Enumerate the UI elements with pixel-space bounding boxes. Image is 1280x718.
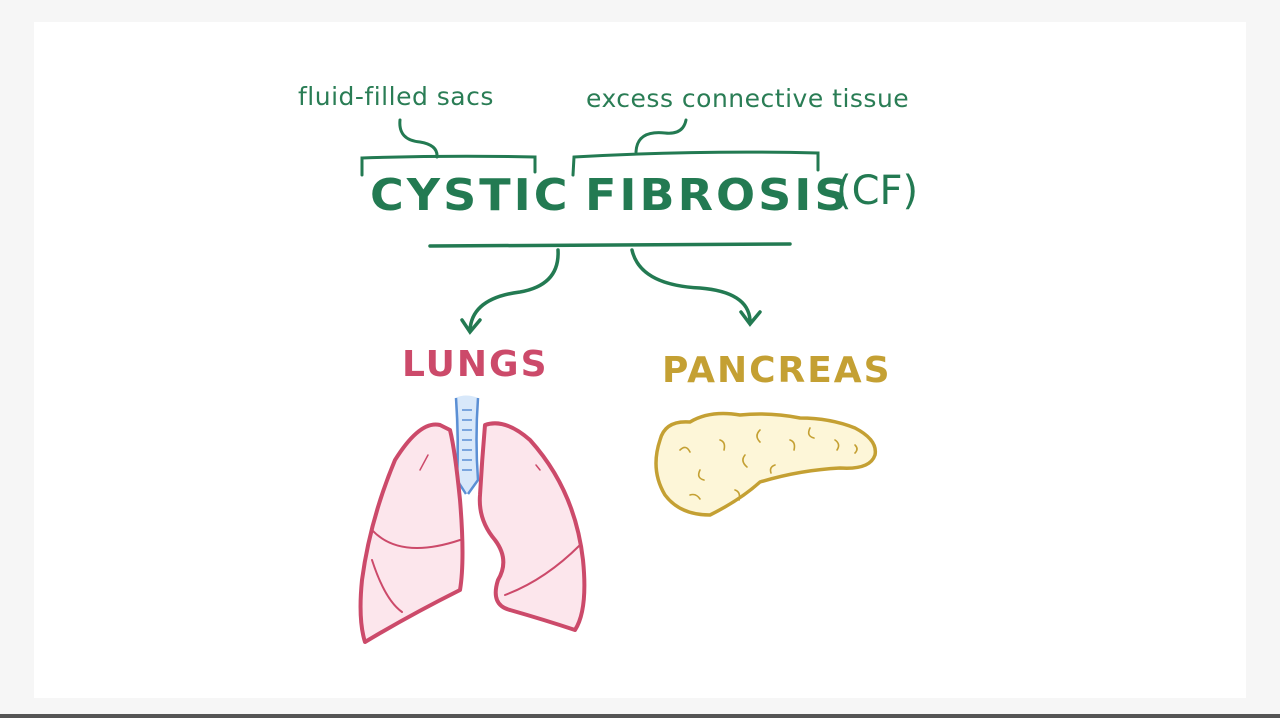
fibrosis-meaning-annotation: excess connective tissue xyxy=(586,84,910,113)
cystic-bracket xyxy=(360,154,537,177)
arrow-head-lungs xyxy=(460,318,482,335)
fibrosis-bracket xyxy=(571,150,820,177)
bottom-border xyxy=(0,714,1280,718)
arrow-to-lungs xyxy=(468,248,560,332)
arrow-to-pancreas xyxy=(630,248,752,322)
pancreas-label: PANCREAS xyxy=(662,350,892,391)
lungs-label: LUNGS xyxy=(402,344,549,385)
pancreas-icon xyxy=(654,411,878,517)
title-word-fibrosis: FIBROSIS xyxy=(585,169,851,221)
canvas xyxy=(34,22,1246,698)
cystic-bracket-tail xyxy=(398,118,439,159)
fibrosis-bracket-tail xyxy=(634,118,688,154)
title-word-cystic: CYSTIC xyxy=(370,169,571,221)
cystic-meaning-annotation: fluid-filled sacs xyxy=(298,82,494,111)
title-underline xyxy=(428,242,792,248)
arrow-head-pancreas xyxy=(739,310,762,327)
title-abbreviation: (CF) xyxy=(836,168,919,214)
lungs-icon xyxy=(358,421,587,644)
trachea-icon xyxy=(454,395,480,495)
